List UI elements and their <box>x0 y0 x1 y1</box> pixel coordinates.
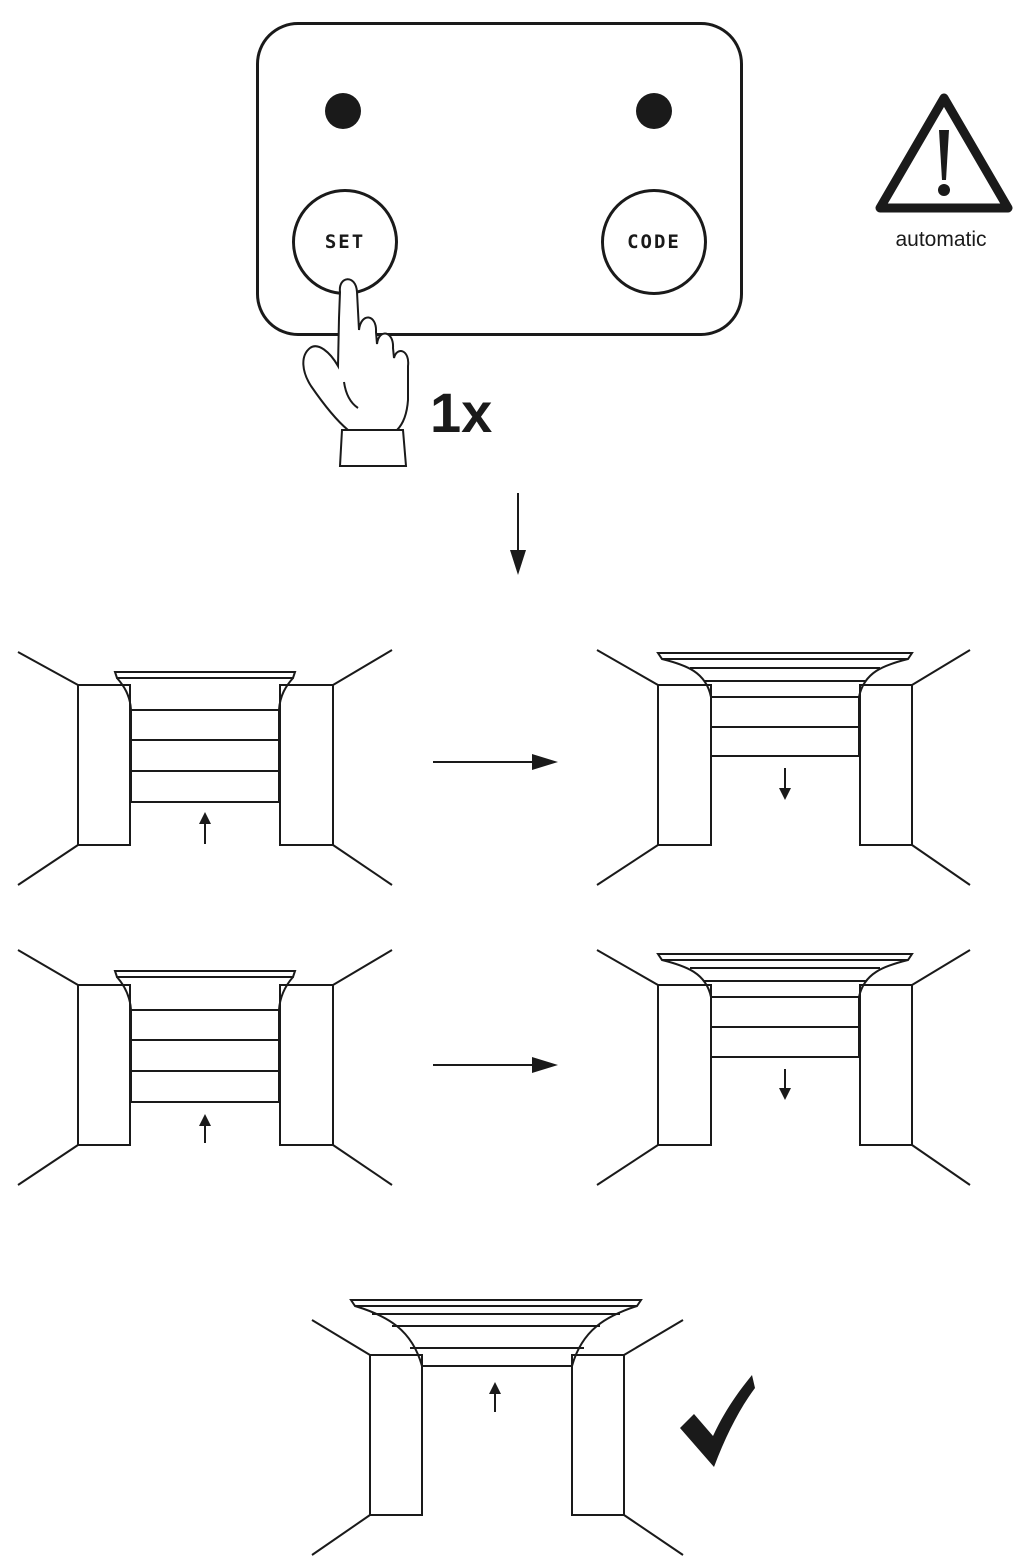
code-button-label: CODE <box>627 231 681 253</box>
code-button[interactable]: CODE <box>601 189 707 295</box>
warning-caption: automatic <box>895 228 987 251</box>
led-right-icon <box>636 93 672 129</box>
press-count-label: 1x <box>430 381 493 444</box>
set-button-label: SET <box>324 231 366 253</box>
led-left-icon <box>325 93 361 129</box>
set-button[interactable]: SET <box>292 189 398 295</box>
